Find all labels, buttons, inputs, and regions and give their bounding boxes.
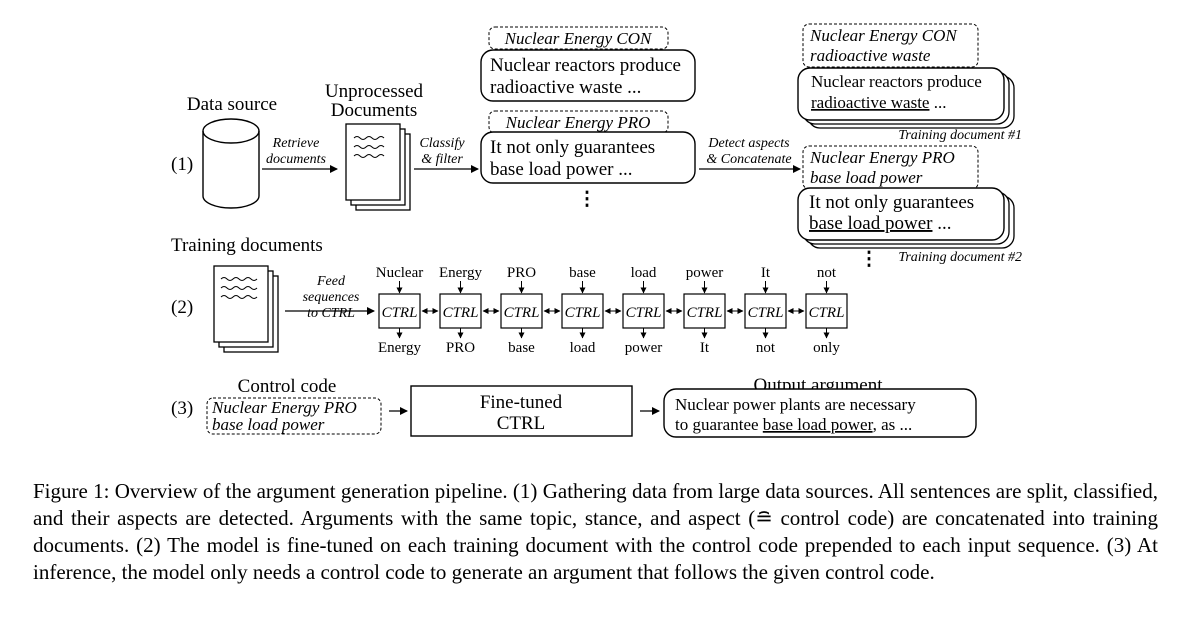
- unprocessed-label-2: Documents: [331, 100, 418, 121]
- training-doc-stack-icon: [213, 265, 279, 353]
- ctrl-input-token: It: [761, 265, 771, 281]
- ctrl-block: [683, 293, 726, 329]
- ctrl-input-token: Nuclear: [376, 265, 423, 281]
- ellipsis-sentences: ⋮: [578, 189, 597, 210]
- svg-text:base load power ...: base load power ...: [809, 213, 951, 234]
- detect-label-1: Detect aspects: [707, 136, 790, 151]
- model-label-2: CTRL: [497, 413, 546, 434]
- output-aspect: base load power: [763, 415, 874, 434]
- output-box: [663, 388, 977, 438]
- con-text-2: radioactive waste ...: [490, 77, 641, 98]
- row1-marker: (1): [171, 154, 193, 175]
- ctrl-input-token: base: [569, 265, 596, 281]
- retrieve-label-2: documents: [266, 152, 326, 167]
- ctrl-output-token: base: [508, 340, 535, 356]
- output-text-2c: , as ...: [873, 415, 913, 434]
- unprocessed-label-1: Unprocessed: [325, 81, 424, 102]
- td2-text-1: It not only guarantees: [809, 192, 974, 213]
- td1-aspect: radioactive waste: [811, 93, 929, 112]
- ctrl-input-token: power: [686, 265, 724, 281]
- figure-caption: Figure 1: Overview of the argument gener…: [33, 478, 1158, 586]
- pro-sentence-box: [480, 131, 696, 184]
- td1-tag-1: Nuclear Energy CON: [809, 26, 958, 45]
- output-text-2a: to guarantee: [675, 415, 763, 434]
- td2-tag-2: base load power: [810, 168, 923, 187]
- fine-tuned-ctrl-box: [410, 385, 633, 437]
- output-text-1: Nuclear power plants are necessary: [675, 395, 916, 414]
- ctrl-input-token: Energy: [439, 265, 483, 281]
- classify-label-2: & filter: [421, 152, 463, 167]
- feed-label-2: sequences: [303, 290, 360, 305]
- control-code-box: [206, 397, 382, 435]
- td2-tag-1: Nuclear Energy PRO: [809, 148, 955, 167]
- td1-text-1: Nuclear reactors produce: [811, 72, 982, 91]
- con-sentence-box: [480, 49, 696, 102]
- svg-text:to guarantee base load power,: to guarantee base load power, as ...: [675, 415, 912, 434]
- ctrl-chain: NuclearCTRLEnergyEnergyCTRLPROPROCTRLbas…: [376, 265, 848, 356]
- con-text-1: Nuclear reactors produce: [490, 55, 681, 76]
- control-code-1: Nuclear Energy PRO: [211, 398, 357, 417]
- con-tag-box: [488, 26, 669, 50]
- control-code-2: base load power: [212, 415, 325, 434]
- ctrl-output-token: It: [700, 340, 710, 356]
- ellipsis-documents: ⋮: [860, 249, 879, 270]
- ctrl-input-token: load: [631, 265, 657, 281]
- ctrl-block-label: CTRL: [504, 305, 540, 321]
- database-icon: [202, 118, 260, 209]
- td2-tag-box: [802, 145, 979, 190]
- ctrl-block-label: CTRL: [626, 305, 662, 321]
- row2-marker: (2): [171, 297, 193, 318]
- td1-tag-2: radioactive waste: [810, 46, 931, 65]
- ctrl-block: [561, 293, 604, 329]
- svg-text:radioactive waste ...: radioactive waste ...: [811, 93, 946, 112]
- td1-label: Training document #1: [898, 128, 1022, 143]
- ctrl-output-token: only: [813, 340, 840, 356]
- ctrl-output-token: PRO: [446, 340, 475, 356]
- ctrl-output-token: Energy: [378, 340, 422, 356]
- caption-label: Figure 1:: [33, 479, 110, 503]
- ctrl-block: [500, 293, 543, 329]
- detect-label-2: & Concatenate: [706, 152, 791, 167]
- td2-box: [797, 187, 1005, 241]
- ctrl-block-label: CTRL: [687, 305, 723, 321]
- model-label-1: Fine-tuned: [480, 392, 563, 413]
- pipeline-diagram: (1) Data source Retrieve documents Unpro…: [171, 23, 1022, 438]
- row3-marker: (3): [171, 398, 193, 419]
- td1-box: [797, 67, 1005, 121]
- ctrl-block-label: CTRL: [809, 305, 845, 321]
- document-stack-icon: [345, 123, 411, 211]
- retrieve-label-1: Retrieve: [272, 136, 320, 151]
- classify-label-1: Classify: [419, 136, 465, 151]
- ctrl-block-label: CTRL: [443, 305, 479, 321]
- td2-label: Training document #2: [898, 250, 1022, 265]
- ctrl-input-token: PRO: [507, 265, 536, 281]
- data-source-label: Data source: [187, 94, 277, 115]
- ctrl-input-token: not: [817, 265, 837, 281]
- pro-tag-box: [488, 110, 669, 134]
- control-code-title: Control code: [238, 376, 337, 397]
- training-docs-title: Training documents: [171, 235, 323, 256]
- pro-tag: Nuclear Energy PRO: [505, 113, 651, 132]
- caption-text: Overview of the argument generation pipe…: [33, 479, 1158, 584]
- ctrl-block: [439, 293, 482, 329]
- ctrl-block-label: CTRL: [565, 305, 601, 321]
- td1-text-ellipsis: ...: [929, 93, 946, 112]
- pro-text-2: base load power ...: [490, 159, 632, 180]
- td1-tag-box: [802, 23, 979, 68]
- ctrl-block-label: CTRL: [748, 305, 784, 321]
- td2-aspect: base load power: [809, 213, 933, 234]
- pro-text-1: It not only guarantees: [490, 137, 655, 158]
- ctrl-output-token: not: [756, 340, 776, 356]
- td2-text-ellipsis: ...: [932, 213, 951, 234]
- ctrl-block: [378, 293, 421, 329]
- con-tag: Nuclear Energy CON: [504, 29, 653, 48]
- ctrl-output-token: load: [570, 340, 596, 356]
- feed-label-3: to CTRL: [307, 306, 355, 321]
- feed-label-1: Feed: [316, 274, 346, 289]
- ctrl-block-label: CTRL: [382, 305, 418, 321]
- ctrl-output-token: power: [625, 340, 663, 356]
